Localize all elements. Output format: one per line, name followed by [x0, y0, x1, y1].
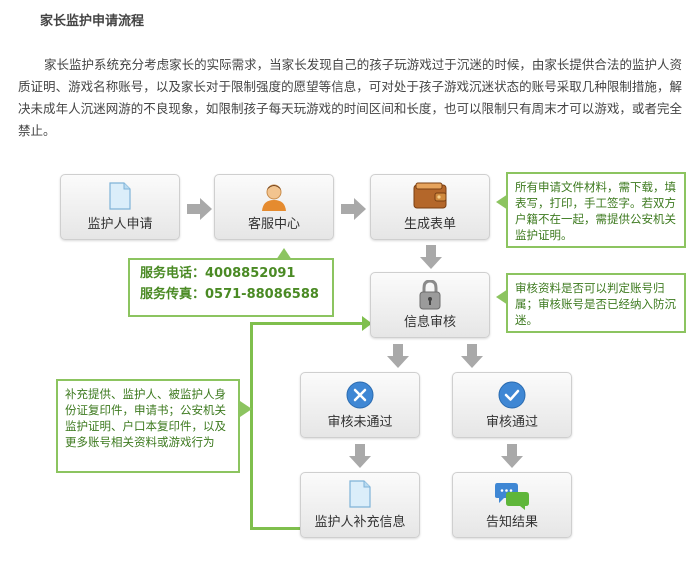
supplement-note: 补充提供、监护人、被监护人身份证复印件，申请书；公安机关监护证明、户口本复印件，…	[56, 379, 252, 473]
step-label: 监护人补充信息	[314, 515, 406, 530]
materials-note: 所有申请文件材料，需下载，填表写，打印，手工签字。若双方户籍不在一起，需提供公安…	[496, 172, 686, 248]
note-pointer	[276, 248, 292, 260]
step-label: 信息审核	[403, 315, 456, 330]
x-circle-icon	[345, 380, 375, 414]
arrow-down-icon	[420, 245, 442, 269]
service-phone: 服务电话：4008852091	[140, 266, 296, 281]
step-label: 审核通过	[485, 415, 538, 430]
intro-paragraph: 家长监护系统充分考虑家长的实际需求，当家长发现自己的孩子玩游戏过于沉迷的时候，由…	[18, 57, 682, 138]
note-pointer	[240, 401, 252, 417]
step-review-passed: 审核通过	[452, 372, 572, 438]
review-note-text: 审核资料是否可以判定账号归属；审核账号是否已经纳入防沉迷。	[515, 281, 676, 327]
arrow-right-icon	[341, 198, 366, 220]
note-pointer	[496, 194, 508, 210]
step-label: 生成表单	[403, 217, 456, 232]
step-review-failed: 审核未通过	[300, 372, 420, 438]
feedback-arrowhead	[362, 316, 372, 331]
supplement-note-text: 补充提供、监护人、被监护人身份证复印件，申请书；公安机关监护证明、户口本复印件，…	[65, 387, 226, 449]
step-label: 告知结果	[485, 515, 538, 530]
materials-note-text: 所有申请文件材料，需下载，填表写，打印，手工签字。若双方户籍不在一起，需提供公安…	[515, 180, 676, 242]
wallet-icon	[413, 182, 447, 214]
step-guardian-apply: 监护人申请	[60, 174, 180, 240]
contact-note: 服务电话：4008852091 服务传真：0571-88086588	[128, 248, 334, 317]
chat-bubbles-icon	[494, 480, 529, 514]
padlock-icon	[418, 279, 442, 314]
user-avatar-icon	[260, 182, 288, 216]
step-generate-form: 生成表单	[370, 174, 490, 240]
service-fax: 服务传真：0571-88086588	[140, 287, 319, 302]
arrow-down-icon	[501, 444, 523, 468]
feedback-line-top	[250, 322, 366, 325]
arrow-right-icon	[187, 198, 212, 220]
review-note: 审核资料是否可以判定账号归属；审核账号是否已经纳入防沉迷。	[496, 273, 686, 333]
check-circle-icon	[497, 380, 527, 414]
step-info-review: 信息审核	[370, 272, 490, 338]
step-guardian-supplement: 监护人补充信息	[300, 472, 420, 538]
arrow-down-icon	[387, 344, 409, 368]
step-label: 客服中心	[247, 217, 300, 232]
step-notify-result: 告知结果	[452, 472, 572, 538]
step-service-center: 客服中心	[214, 174, 334, 240]
step-label: 监护人申请	[87, 217, 153, 232]
note-pointer	[496, 289, 508, 305]
arrow-down-icon	[349, 444, 371, 468]
page-title: 家长监护申请流程	[40, 14, 145, 29]
document-icon	[349, 480, 371, 512]
feedback-line-bottom	[250, 527, 300, 530]
step-label: 审核未通过	[327, 415, 393, 430]
document-icon	[109, 182, 131, 214]
arrow-down-icon	[461, 344, 483, 368]
feedback-line-vertical	[250, 322, 253, 530]
